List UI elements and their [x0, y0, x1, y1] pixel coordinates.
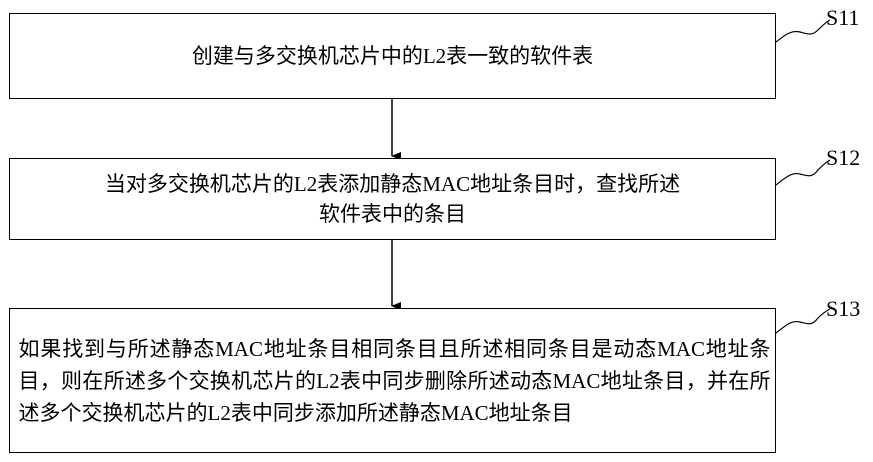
leader-line-s12 — [776, 160, 830, 185]
step-text-s13: 如果找到与所述静态MAC地址条目相同条目且所述相同条目是动态MAC地址条目，则在… — [15, 333, 771, 429]
step-text-s12: 当对多交换机芯片的L2表添加静态MAC地址条目时，查找所述软件表中的条目 — [105, 169, 681, 229]
leader-line-s11 — [776, 20, 830, 42]
step-box-s13: 如果找到与所述静态MAC地址条目相同条目且所述相同条目是动态MAC地址条目，则在… — [9, 308, 776, 453]
step-label-s13: S13 — [826, 297, 860, 321]
leader-line-s13 — [776, 309, 830, 333]
step-label-s12: S12 — [826, 146, 860, 170]
step-box-s11: 创建与多交换机芯片中的L2表一致的软件表 — [9, 13, 776, 99]
step-box-s12: 当对多交换机芯片的L2表添加静态MAC地址条目时，查找所述软件表中的条目 — [9, 158, 776, 240]
step-label-s11: S11 — [826, 6, 859, 30]
step-text-s11: 创建与多交换机芯片中的L2表一致的软件表 — [10, 41, 775, 71]
